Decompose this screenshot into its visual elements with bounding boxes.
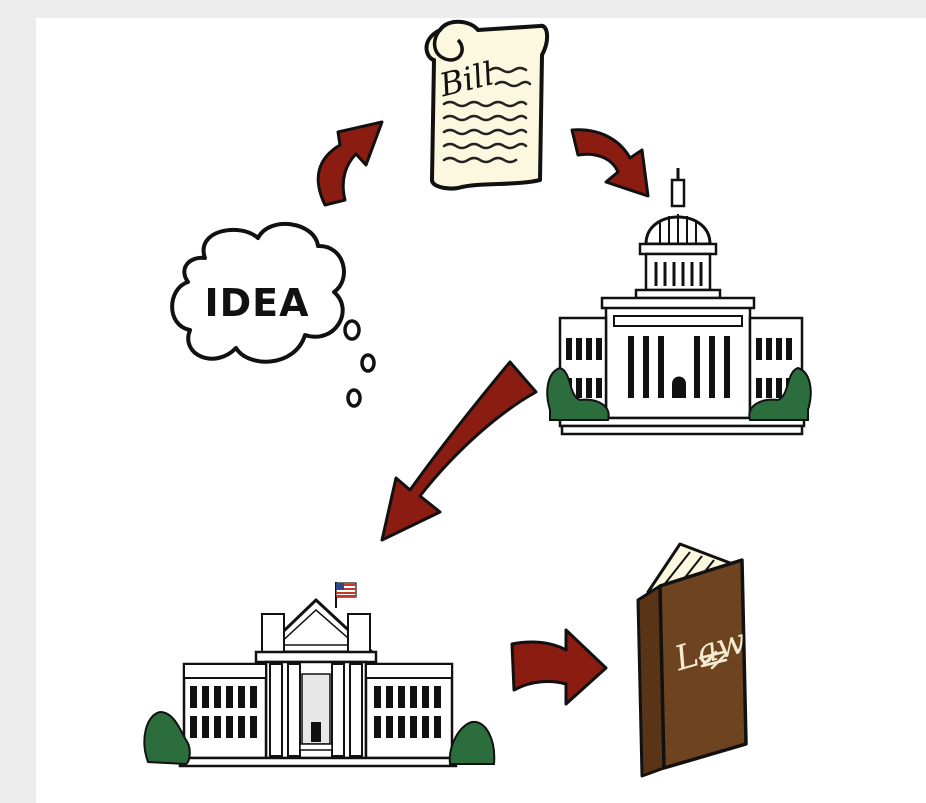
white-house-icon (143, 582, 496, 768)
bill-scroll-icon: Bill (424, 19, 549, 191)
arrow-whitehouse-to-law-icon (510, 628, 608, 706)
arrow-idea-to-bill-icon (316, 120, 384, 207)
arrow-capitol-to-whitehouse-icon (380, 360, 538, 542)
idea-thought-cloud-icon: IDEA (170, 221, 376, 408)
us-flag-icon (335, 582, 357, 608)
capitol-building-icon (546, 168, 812, 436)
idea-label: IDEA (204, 281, 309, 325)
arrow-bill-to-capitol-icon (570, 128, 650, 198)
section-symbol-icon (698, 650, 728, 670)
law-book-icon: Law (636, 542, 751, 778)
